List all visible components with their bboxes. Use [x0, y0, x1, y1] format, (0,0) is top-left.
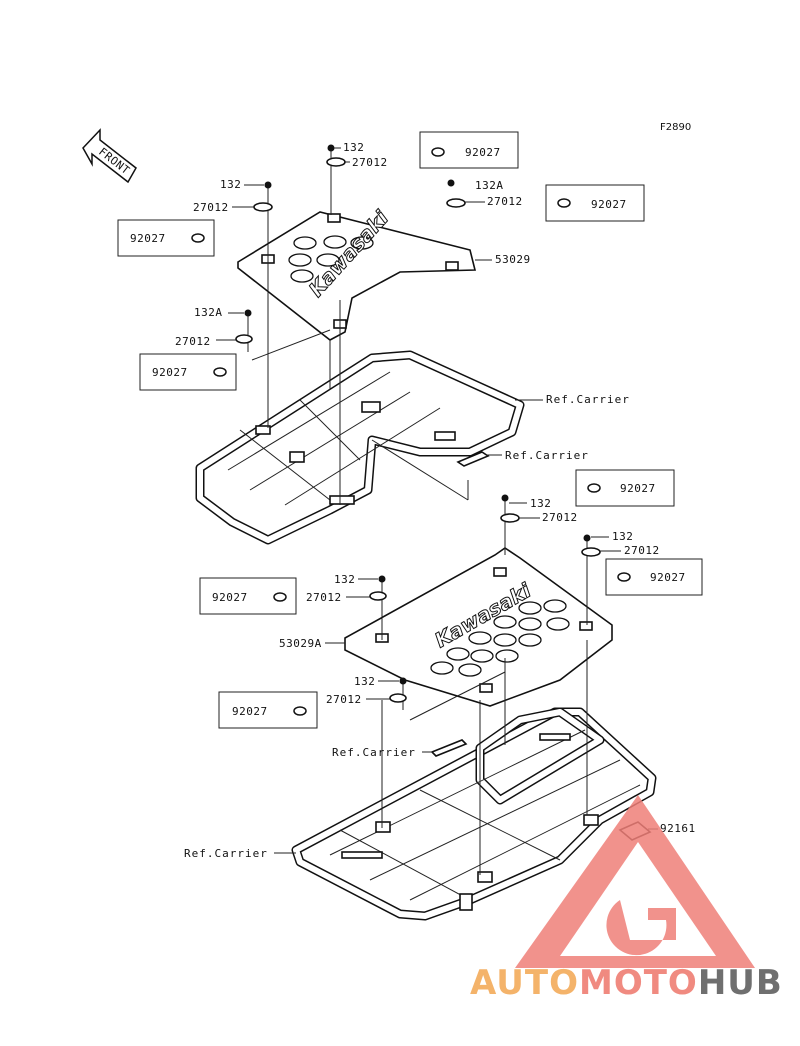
label-27012-left: 27012 [193, 201, 229, 214]
label-132a: 132A [475, 179, 504, 192]
watermark-hub: HUB [698, 963, 783, 1003]
box-label: 92027 [650, 571, 686, 584]
label-27012: 27012 [352, 156, 388, 169]
box-label: 92027 [591, 198, 627, 211]
label-132-b2-right: 132 [612, 530, 633, 543]
label-132-b2-low: 132 [354, 675, 375, 688]
box-label: 92027 [465, 146, 501, 159]
part-box-92027-8: 92027 [218, 691, 318, 729]
label-132-b2: 132 [530, 497, 551, 510]
watermark-text: AUTOMOTOHUB [470, 963, 783, 1003]
part-box-92027-7: 92027 [199, 577, 297, 615]
label-132-left: 132 [220, 178, 241, 191]
watermark-auto: AUTO [470, 963, 579, 1003]
label-27012-b2-left: 27012 [306, 591, 342, 604]
watermark-logo [515, 795, 755, 968]
part-box-92027-5: 92027 [575, 469, 675, 507]
label-ref-carrier-3: Ref.Carrier [332, 746, 416, 759]
label-132: 132 [343, 141, 364, 154]
label-27012-b2-low: 27012 [326, 693, 362, 706]
label-27012-b2-right: 27012 [624, 544, 660, 557]
box-label: 92027 [212, 591, 248, 604]
box-label: 92027 [232, 705, 268, 718]
figure-code: F2890 [660, 122, 691, 133]
box-label: 92027 [620, 482, 656, 495]
label-ref-carrier-4: Ref.Carrier [184, 847, 268, 860]
label-ref-carrier-2: Ref.Carrier [505, 449, 589, 462]
part-box-92027-2: 92027 [545, 184, 645, 222]
part-box-92027-4: 92027 [139, 353, 237, 391]
label-132-b2-left: 132 [334, 573, 355, 586]
upper-fasteners [235, 144, 469, 505]
box-label: 92027 [130, 232, 166, 245]
label-27012-b: 27012 [487, 195, 523, 208]
part-box-92027-3: 92027 [117, 219, 215, 257]
label-132a-low: 132A [194, 306, 223, 319]
rear-carrier-rack [195, 350, 525, 545]
label-27012-b2: 27012 [542, 511, 578, 524]
label-53029a: 53029A [279, 637, 322, 650]
part-box-92027-6: 92027 [605, 558, 703, 596]
label-53029: 53029 [495, 253, 531, 266]
part-box-92027-1: 92027 [419, 131, 519, 169]
label-ref-carrier-1: Ref.Carrier [546, 393, 630, 406]
cover-plate-53029: Kawasaki [237, 205, 477, 341]
front-arrow-icon: FRONT [82, 128, 137, 184]
box-label: 92027 [152, 366, 188, 379]
label-27012-low: 27012 [175, 335, 211, 348]
cover-plate-53029a: Kawasaki [344, 547, 613, 707]
label-92161: 92161 [660, 822, 696, 835]
watermark-moto: MOTO [579, 963, 698, 1003]
lower-fasteners [369, 494, 601, 875]
